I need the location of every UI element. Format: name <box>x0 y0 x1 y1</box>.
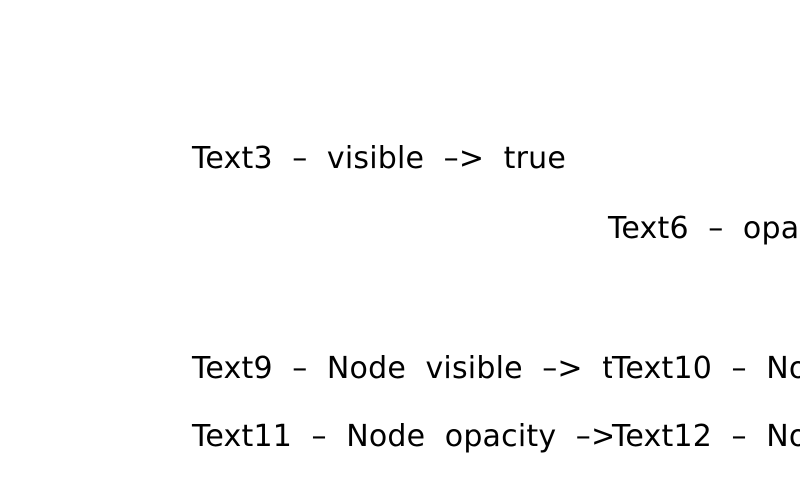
text-block-text3: Text3 – visible –> true <box>192 141 567 176</box>
text-block-text12: Text12 – Nod <box>612 422 800 452</box>
text-block-text9: Text9 – Node visible –> tru <box>192 351 646 386</box>
text-block-text10: Text10 – Nod <box>612 354 800 384</box>
text-block-text6: Text6 – opac <box>608 214 800 244</box>
text-block-text11: Text11 – Node opacity –> 0 <box>192 419 656 454</box>
